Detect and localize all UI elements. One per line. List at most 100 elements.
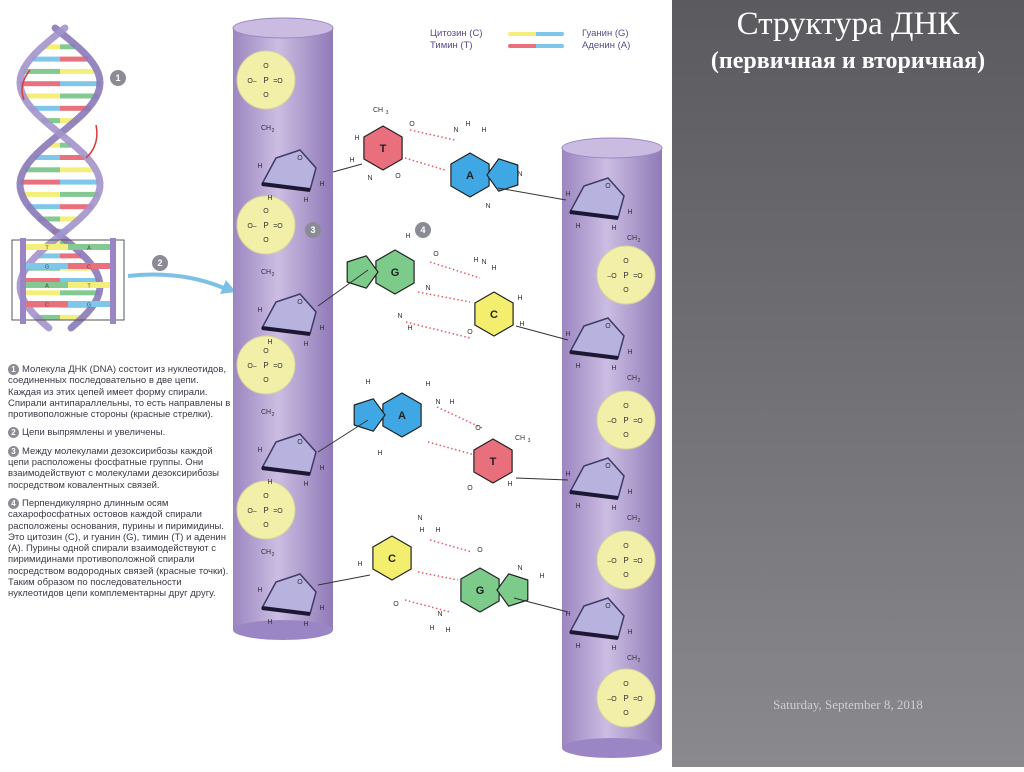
ch2-group: CH xyxy=(627,375,637,382)
note-text: Перпендикулярно длинным осям сахарофосфа… xyxy=(8,497,229,600)
double-bond-oxygen: =O xyxy=(633,418,643,425)
phosphate-oxygen: O xyxy=(263,63,269,70)
ring-oxygen: O xyxy=(297,299,303,306)
atom-label: H xyxy=(419,527,424,534)
atom-label: H xyxy=(354,135,359,142)
backbone-column-bottom xyxy=(562,738,662,758)
base-guanine: G xyxy=(460,567,529,613)
base-letter: C xyxy=(490,309,498,321)
phosphate-oxygen: O xyxy=(263,208,269,215)
double-bond-oxygen: =O xyxy=(633,558,643,565)
helix-rung-half xyxy=(20,290,60,296)
atom-label: H xyxy=(429,625,434,632)
atom-label: H xyxy=(407,325,412,332)
covalent-bond xyxy=(317,574,371,586)
phosphate-oxygen: O xyxy=(623,572,629,579)
phosphorus-atom: P xyxy=(263,506,268,515)
zoom-region-box xyxy=(11,239,125,321)
note-number: 3 xyxy=(8,445,19,457)
ring-thick-edge xyxy=(569,490,619,500)
phosphate-circle xyxy=(236,480,296,540)
straight-rung-letter: C xyxy=(45,303,49,309)
base-color-legend: Цитозин (С) Гуанин (G) Тимин (Т) Аденин … xyxy=(420,28,645,58)
helix-rung-half xyxy=(60,191,99,197)
title-panel: Структура ДНК (первичная и вторичная) Sa… xyxy=(672,0,1024,767)
zoom-arrowhead xyxy=(220,280,236,294)
base-letter: T xyxy=(380,143,387,155)
purine-five-ring xyxy=(353,398,386,432)
sugar-hydrogen: H xyxy=(575,643,580,650)
left-phosphate-group: P=OO–OO xyxy=(236,335,296,395)
sugar-hydrogen: H xyxy=(319,181,324,188)
phosphorus-atom: P xyxy=(623,271,628,280)
straight-rung-half xyxy=(26,263,68,269)
helix-rung-half xyxy=(60,278,99,283)
phosphate-oxygen: O xyxy=(263,493,269,500)
helix-rung-half xyxy=(60,253,82,259)
sugar-hydrogen: H xyxy=(611,645,616,652)
helix-rung-half xyxy=(52,241,60,247)
right-phosphate-group: P=O–OOO xyxy=(596,390,656,450)
phosphorus-atom: P xyxy=(623,416,628,425)
atom-label: N xyxy=(481,259,486,266)
helix-rung-half xyxy=(60,118,79,124)
left-phosphate-group: P=OO–OO xyxy=(236,195,296,255)
zoom-arrow xyxy=(127,272,225,290)
legend-swatch-cytosine xyxy=(508,32,564,36)
helix-rung-half xyxy=(38,253,60,259)
strand-direction-arrow xyxy=(21,69,31,101)
phosphate-oxygen: O xyxy=(263,92,269,99)
phosphate-oxygen: O xyxy=(623,432,629,439)
helix-rung-half xyxy=(60,68,97,74)
base-adenine: A xyxy=(450,152,519,198)
phosphorus-atom: P xyxy=(263,221,268,230)
phosphate-oxygen: O xyxy=(623,258,629,265)
hydrogen-bond xyxy=(417,571,459,581)
methyl-subscript: 3 xyxy=(386,110,389,116)
sugar-hydrogen: H xyxy=(257,163,262,170)
purine-six-ring xyxy=(382,392,422,438)
step-marker-number: 4 xyxy=(420,225,425,235)
atom-label: H xyxy=(357,561,362,568)
atom-label: H xyxy=(349,157,354,164)
ring-thick-edge xyxy=(261,466,311,476)
sugar-hydrogen: H xyxy=(611,505,616,512)
methyl-group: CH xyxy=(515,435,525,442)
double-bond-oxygen: =O xyxy=(273,223,283,230)
sugar-hydrogen: H xyxy=(257,307,262,314)
helix-rung-half xyxy=(20,179,60,185)
ionized-oxygen: O– xyxy=(247,508,256,515)
helix-rung-half xyxy=(60,142,71,148)
ch2-group: CH xyxy=(261,409,271,416)
sugar-hydrogen: H xyxy=(267,339,272,346)
straight-rung-letter: C xyxy=(87,265,91,271)
phosphate-circle xyxy=(236,195,296,255)
helix-rung-half xyxy=(25,167,60,173)
atom-label: N xyxy=(367,175,372,182)
sugar-hydrogen: H xyxy=(267,619,272,626)
helix-rung-half xyxy=(34,314,60,320)
phosphate-circle xyxy=(236,50,296,110)
ring-thick-edge xyxy=(261,606,311,616)
sugar-hydrogen: H xyxy=(575,223,580,230)
helix-rung-half xyxy=(60,105,91,111)
double-bond-oxygen: =O xyxy=(633,696,643,703)
ionized-oxygen: –O xyxy=(607,273,617,280)
backbone-column-top xyxy=(232,17,334,39)
base-cytosine: C xyxy=(372,535,412,581)
sugar-hydrogen: H xyxy=(303,621,308,628)
straight-rung-half xyxy=(26,282,68,288)
atom-label: H xyxy=(539,573,544,580)
ch2-subscript: 2 xyxy=(638,378,641,384)
step-marker-number: 1 xyxy=(115,73,120,83)
step-marker-number: 3 xyxy=(310,225,315,235)
legend-label-thymine: Тимин (Т) xyxy=(430,40,473,51)
atom-label: O xyxy=(395,173,401,180)
helix-backbone-strand xyxy=(16,24,104,332)
left-phosphate-group: P=OO–OO xyxy=(236,480,296,540)
